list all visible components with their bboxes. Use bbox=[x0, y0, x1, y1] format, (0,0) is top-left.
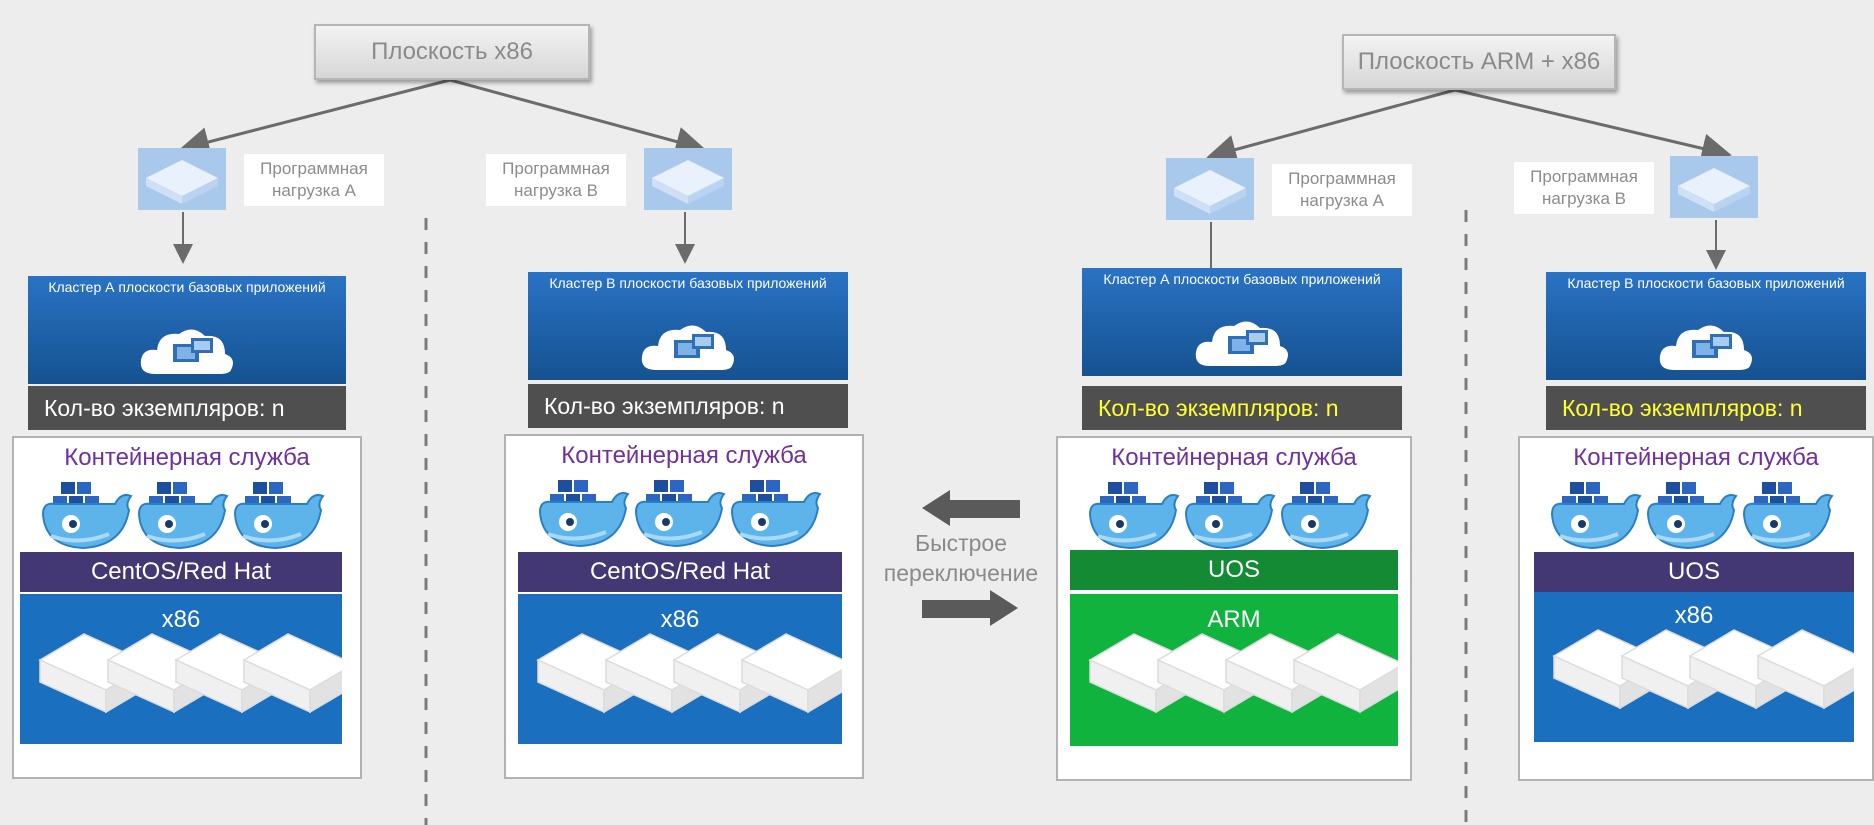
docker-whale-icon bbox=[41, 482, 133, 550]
switch-label-line2: переключение bbox=[883, 560, 1039, 586]
docker-whales bbox=[1550, 482, 1834, 550]
hardware-block: x86 bbox=[518, 594, 842, 744]
container-whales bbox=[1086, 474, 1386, 554]
connector-line bbox=[179, 78, 451, 157]
hardware-block: ARM bbox=[1070, 594, 1398, 746]
architecture-label: x86 bbox=[1674, 602, 1714, 629]
instance-count: Кол-во экземпляров: n bbox=[28, 386, 346, 430]
switch-label-line1: Быстрое bbox=[914, 530, 1008, 556]
server-rack-icon bbox=[536, 633, 842, 714]
server-rack-icon bbox=[38, 633, 342, 714]
plane-title-x86: Плоскость x86 bbox=[314, 24, 590, 80]
architecture-label: x86 bbox=[161, 606, 201, 633]
container-whales bbox=[39, 474, 339, 554]
docker-whales bbox=[538, 480, 822, 548]
server-icon bbox=[138, 148, 226, 210]
workload-label-b: Программная нагрузка B bbox=[1514, 162, 1654, 214]
os-bar: UOS bbox=[1534, 552, 1854, 592]
connector-line bbox=[449, 78, 706, 157]
cloud-app-icon bbox=[641, 325, 734, 370]
workload-label-a: Программная нагрузка A bbox=[244, 154, 384, 206]
arrow-right bbox=[922, 590, 1018, 626]
cloud-app-icon bbox=[1195, 321, 1288, 366]
hardware-block: x86 bbox=[1534, 590, 1854, 742]
container-service-label: Контейнерная служба bbox=[64, 444, 310, 471]
docker-whales bbox=[41, 482, 325, 550]
container-service-label: Контейнерная служба bbox=[561, 442, 807, 469]
workload-label-a: Программная нагрузка A bbox=[1272, 164, 1412, 216]
cluster-panel: Кластер B плоскости базовых приложений bbox=[528, 272, 848, 380]
cluster-title: Кластер B плоскости базовых приложений bbox=[1567, 275, 1845, 291]
server-rack-icon bbox=[1088, 633, 1398, 714]
workload-label-b: Программная нагрузка B bbox=[486, 154, 626, 206]
server-rack-icon bbox=[1552, 629, 1854, 710]
docker-whale-icon bbox=[1742, 482, 1834, 550]
docker-whale-icon bbox=[1184, 482, 1276, 550]
connector-line bbox=[1454, 88, 1732, 164]
os-bar: CentOS/Red Hat bbox=[20, 552, 342, 592]
cluster-panel: Кластер А плоскости базовых приложений bbox=[1082, 268, 1402, 376]
docker-whale-icon bbox=[634, 480, 726, 548]
docker-whale-icon bbox=[233, 482, 325, 550]
connector-line bbox=[1206, 88, 1456, 165]
docker-whale-icon bbox=[1550, 482, 1642, 550]
docker-whales bbox=[1088, 482, 1372, 550]
server-icon bbox=[1670, 156, 1758, 218]
docker-whale-icon bbox=[1088, 482, 1180, 550]
cluster-title: Кластер А плоскости базовых приложений bbox=[1103, 271, 1381, 287]
os-bar: UOS bbox=[1070, 550, 1398, 590]
bidirectional-arrow-icon bbox=[922, 490, 1020, 626]
arrow-left bbox=[922, 490, 1020, 526]
cloud-app-icon bbox=[140, 329, 233, 374]
cloud-app-icon bbox=[1659, 325, 1752, 370]
container-service-label: Контейнерная служба bbox=[1573, 444, 1819, 471]
container-whales bbox=[1548, 474, 1848, 554]
instance-count: Кол-во экземпляров: n bbox=[1082, 386, 1402, 430]
container-service-label: Контейнерная служба bbox=[1111, 444, 1357, 471]
docker-whale-icon bbox=[538, 480, 630, 548]
plane-title-arm-x86: Плоскость ARM + x86 bbox=[1342, 34, 1616, 90]
docker-whale-icon bbox=[137, 482, 229, 550]
docker-whale-icon bbox=[1646, 482, 1738, 550]
cluster-panel: Кластер А плоскости базовых приложений bbox=[28, 276, 346, 384]
instance-count: Кол-во экземпляров: n bbox=[528, 384, 848, 428]
architecture-label: ARM bbox=[1207, 606, 1261, 633]
container-whales bbox=[536, 472, 836, 552]
server-icon bbox=[1166, 158, 1254, 220]
server-icon bbox=[644, 148, 732, 210]
docker-whale-icon bbox=[1280, 482, 1372, 550]
cluster-panel: Кластер B плоскости базовых приложений bbox=[1546, 272, 1866, 380]
docker-whale-icon bbox=[730, 480, 822, 548]
os-bar: CentOS/Red Hat bbox=[518, 552, 842, 592]
cluster-title: Кластер А плоскости базовых приложений bbox=[48, 279, 326, 295]
hardware-block: x86 bbox=[20, 594, 342, 744]
architecture-label: x86 bbox=[660, 606, 700, 633]
cluster-title: Кластер B плоскости базовых приложений bbox=[549, 275, 827, 291]
instance-count: Кол-во экземпляров: n bbox=[1546, 386, 1866, 430]
switch-label: Быстрое переключение bbox=[866, 528, 1056, 588]
